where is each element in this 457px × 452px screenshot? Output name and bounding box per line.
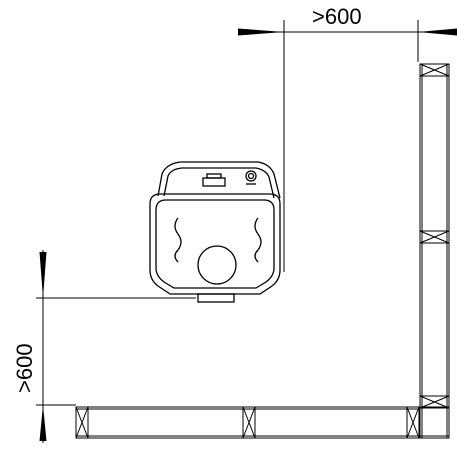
bottom-wall-block-middle: [242, 406, 256, 439]
stove-rear-housing-inner: [163, 167, 275, 199]
stove-top-view: [149, 161, 281, 303]
right-wall-block-top: [419, 63, 450, 77]
right-wall-block-middle: [419, 230, 450, 244]
right-wall-outline: [419, 63, 450, 439]
right-wall-block-lower: [419, 395, 450, 409]
bottom-wall-outline: [75, 406, 450, 439]
stove-body-inner: [155, 199, 275, 289]
bottom-wall-block-left: [75, 406, 89, 439]
stove-round-window: [197, 245, 237, 285]
stove-rear-knob: [245, 170, 257, 182]
top-dimension: >600: [238, 4, 457, 272]
stove-flue-connector-cap: [206, 173, 222, 179]
stove-front-tray: [197, 293, 235, 303]
side-dimension: >600: [12, 250, 196, 443]
bottom-wall: [75, 406, 450, 439]
side-dimension-arrow-bottom: [39, 405, 47, 441]
stove-rear-housing: [157, 161, 281, 199]
side-dimension-label: >600: [12, 343, 37, 393]
heat-wave-left-icon: [174, 217, 182, 263]
bottom-wall-block-right: [406, 406, 420, 439]
top-dimension-arrow-left: [238, 28, 284, 36]
heat-wave-right-icon: [254, 217, 262, 263]
top-dimension-label: >600: [312, 4, 362, 29]
stove-flue-connector: [202, 177, 226, 187]
right-wall: [419, 63, 450, 439]
side-dimension-arrow-top: [39, 252, 47, 298]
stove-body-outer: [149, 193, 281, 295]
top-dimension-arrow-right: [418, 28, 457, 36]
